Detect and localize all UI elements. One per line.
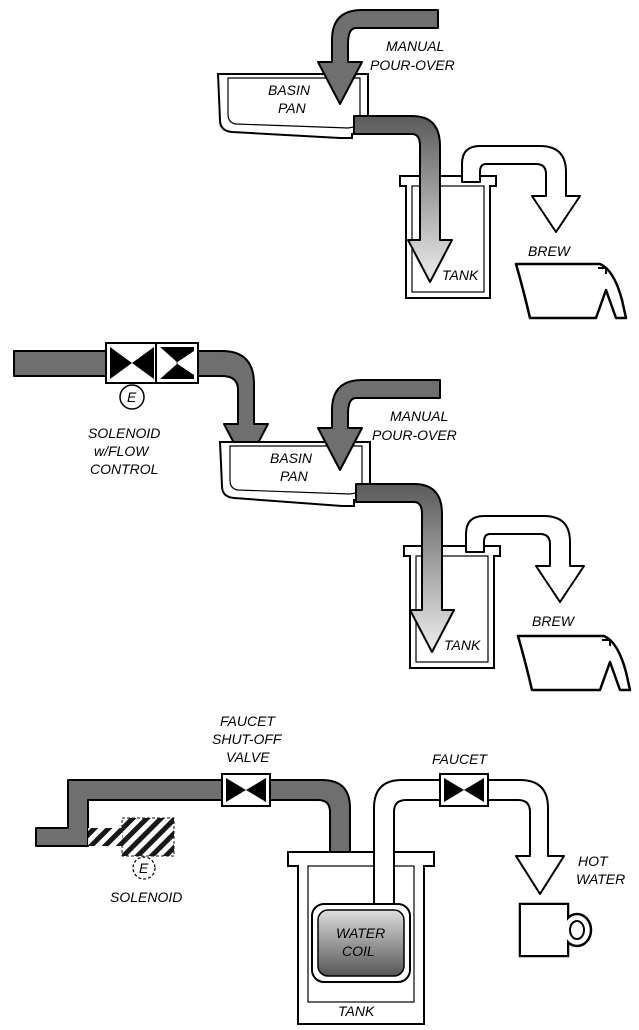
basin-label-1: BASIN <box>270 450 313 466</box>
brew-label: BREW <box>528 243 572 259</box>
solenoid-label: SOLENOID <box>110 889 182 905</box>
basin-label-2: PAN <box>278 100 307 116</box>
brew-outlet-arrow <box>465 515 585 603</box>
solenoid-symbol-letter: E <box>127 389 137 405</box>
brew-label: BREW <box>532 613 576 629</box>
optional-solenoid <box>88 817 175 857</box>
brew-outlet-arrow <box>461 145 581 233</box>
hot-label-1: HOT <box>578 853 609 869</box>
manual-label-1: MANUAL <box>390 408 448 424</box>
basin-to-tank-pipe <box>355 483 455 653</box>
solenoid-label-2: w/FLOW <box>94 443 150 459</box>
hot-label-2: WATER <box>576 871 625 887</box>
solenoid-symbol <box>119 384 145 410</box>
solenoid-label-1: SOLENOID <box>88 425 160 441</box>
tank-label: TANK <box>442 267 479 283</box>
shutoff-label-3: VALVE <box>226 749 270 765</box>
brew-pitcher <box>514 262 628 320</box>
coil-label-2: COIL <box>342 943 375 959</box>
basin-to-tank-pipe <box>353 115 453 283</box>
shutoff-label-2: SHUT-OFF <box>212 731 283 747</box>
panel-bottom: E FAUCET SHUT-OFF VALVE FAUCET HOT WATER… <box>35 713 625 1025</box>
faucet-label: FAUCET <box>432 751 488 767</box>
coil-label-1: WATER <box>336 925 385 941</box>
faucet-valve <box>439 773 489 807</box>
solenoid-symbol <box>132 856 156 880</box>
tank-label: TANK <box>338 1003 375 1019</box>
basin-label-2: PAN <box>280 468 309 484</box>
solenoid-valve <box>105 342 199 384</box>
panel-middle: E SOLENOID w/FLOW CONTROL MANUAL POUR-OV… <box>13 342 632 692</box>
shutoff-label-1: FAUCET <box>220 713 276 729</box>
panel-top: MANUAL POUR-OVER BASIN PAN TANK BREW <box>216 9 628 320</box>
manual-label-2: POUR-OVER <box>370 57 455 73</box>
solenoid-symbol-letter: E <box>139 860 149 876</box>
basin-label-1: BASIN <box>268 82 311 98</box>
manual-pour-arrow <box>317 379 441 471</box>
solenoid-label-3: CONTROL <box>90 461 158 477</box>
tank-label: TANK <box>444 637 481 653</box>
manual-label-1: MANUAL <box>386 38 444 54</box>
hot-outlet-pipe <box>373 779 565 913</box>
manual-pour-arrow <box>317 9 439 105</box>
hot-water-mug <box>518 902 593 958</box>
shutoff-valve <box>221 773 271 807</box>
brew-pitcher <box>516 634 632 692</box>
manual-label-2: POUR-OVER <box>372 427 457 443</box>
